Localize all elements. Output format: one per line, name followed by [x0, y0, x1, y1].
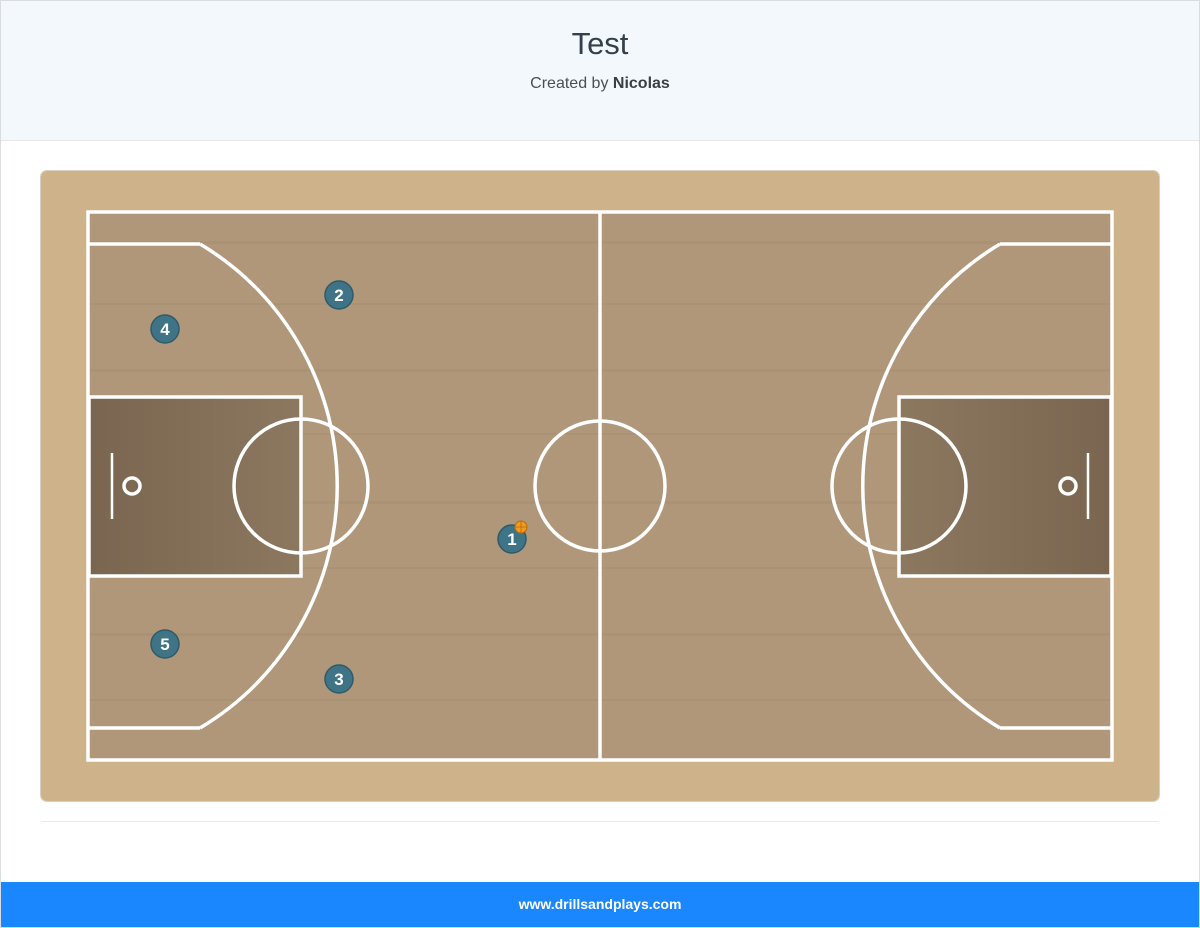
play-header: Test Created by Nicolas	[1, 1, 1199, 141]
player-4-number: 4	[160, 320, 170, 339]
left-key	[87, 395, 303, 578]
player-4-marker	[150, 314, 180, 344]
player-3[interactable]: 3	[324, 664, 354, 694]
right-paint	[899, 397, 1111, 576]
basketball-court: 1 2 3 4 5	[41, 171, 1159, 801]
author-name: Nicolas	[612, 75, 670, 92]
left-paint	[89, 397, 301, 576]
right-hoop	[1058, 476, 1078, 496]
right-three-arc	[861, 242, 1001, 730]
court-diagram: 1 2 3 4 5	[41, 171, 1159, 801]
player-4[interactable]: 4	[150, 314, 180, 344]
left-hoop	[122, 476, 142, 496]
player-3-marker	[324, 664, 354, 694]
player-5-marker	[150, 629, 180, 659]
player-5-number: 5	[160, 635, 169, 654]
player-2[interactable]: 2	[324, 280, 354, 310]
right-free-throw-circle	[830, 417, 968, 555]
court-lines	[86, 210, 1114, 762]
player-2-marker	[324, 280, 354, 310]
right-key	[897, 395, 1113, 578]
center-circle	[533, 419, 667, 553]
left-free-throw-circle	[232, 417, 370, 555]
footer-site-link[interactable]: www.drillsandplays.com	[518, 896, 682, 912]
player-2-number: 2	[334, 286, 343, 305]
site-footer: www.drillsandplays.com	[1, 882, 1199, 927]
left-three-arc	[199, 242, 339, 730]
player-3-number: 3	[334, 670, 343, 689]
player-1-number: 1	[507, 530, 516, 549]
created-by-prefix: Created by	[530, 75, 609, 92]
content-divider	[41, 821, 1159, 822]
created-by-line: Created by Nicolas	[1, 74, 1199, 94]
ball-icon	[514, 520, 528, 534]
play-title: Test	[571, 26, 629, 61]
player-5[interactable]: 5	[150, 629, 180, 659]
